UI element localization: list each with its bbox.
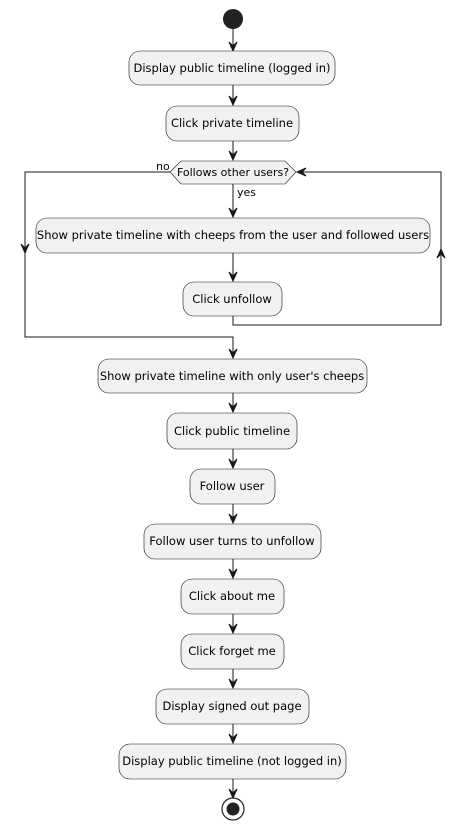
arrow-n2-decision [228, 150, 238, 162]
decision-node: Follows other users? [169, 160, 297, 185]
activity-n12-label: Display public timeline (not logged in) [122, 754, 342, 768]
activity-n2-label: Click private timeline [171, 116, 293, 130]
arrow-n11-n12 [228, 733, 238, 745]
edge-no-branch [24, 171, 234, 355]
activity-n11-label: Display signed out page [162, 699, 301, 713]
edges [20, 29, 446, 800]
arrow-n8-n9 [228, 568, 238, 580]
activity-n8-label: Follow user turns to unfollow [149, 534, 314, 548]
activity-n5: Show private timeline with only user's c… [97, 358, 368, 394]
arrow-n3-n4 [228, 271, 238, 283]
activity-n12: Display public timeline (not logged in) [118, 743, 347, 780]
arrow-n1-n2 [228, 95, 238, 107]
arrow-n12-end [228, 788, 238, 800]
activity-n3: Show private timeline with cheeps from t… [35, 217, 431, 254]
activity-n9-label: Click about me [189, 589, 275, 603]
arrow-start-n1 [228, 41, 238, 53]
activity-n1: Display public timeline (logged in) [128, 50, 336, 86]
arrow-loop-decision [295, 167, 307, 177]
activity-n4: Click unfollow [182, 281, 283, 317]
arrow-n7-n8 [228, 513, 238, 525]
activity-n6: Click public timeline [166, 412, 298, 450]
arrow-decision-n3 [228, 207, 238, 219]
activity-n4-label: Click unfollow [192, 292, 272, 306]
arrow-n10-n11 [228, 678, 238, 690]
activity-n7-label: Follow user [200, 479, 265, 493]
yes-label: yes [237, 186, 256, 199]
start-node [223, 9, 243, 29]
activity-n2: Click private timeline [165, 105, 300, 142]
arrow-n6-n7 [228, 458, 238, 470]
edge-loop-back [232, 171, 442, 326]
activity-n3-label: Show private timeline with cheeps from t… [37, 228, 429, 242]
activity-n6-label: Click public timeline [174, 424, 290, 438]
activity-n5-label: Show private timeline with only user's c… [100, 369, 364, 383]
activity-n8: Follow user turns to unfollow [143, 523, 322, 560]
activity-n10-label: Click forget me [188, 644, 276, 658]
activity-n1-label: Display public timeline (logged in) [133, 61, 330, 75]
no-label: no [156, 160, 170, 173]
arrow-n9-n10 [228, 623, 238, 635]
decision-label: Follows other users? [177, 166, 289, 179]
activity-n11: Display signed out page [155, 688, 310, 725]
arrow-no-down [20, 243, 30, 255]
end-node [221, 797, 245, 821]
activity-n10: Click forget me [180, 633, 285, 670]
arrow-n5-n6 [228, 402, 238, 414]
arrow-loop-up [436, 247, 446, 259]
arrow-no-n5 [228, 348, 238, 360]
activity-n9: Click about me [180, 578, 285, 615]
activity-n7: Follow user [189, 468, 276, 505]
